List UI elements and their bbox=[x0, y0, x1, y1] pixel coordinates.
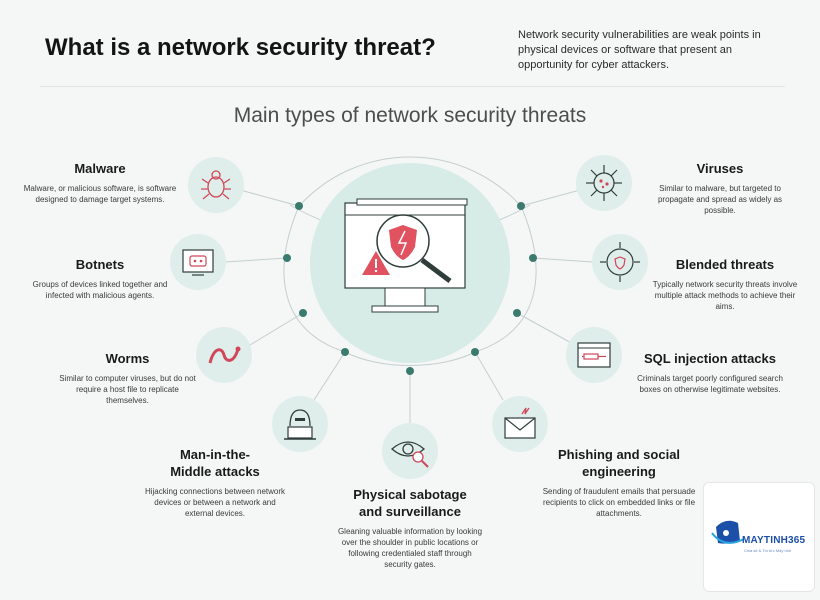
threat-description: Criminals target poorly configured searc… bbox=[637, 374, 783, 394]
divider bbox=[40, 86, 785, 87]
virus-icon bbox=[586, 165, 622, 201]
threat-description: Similar to malware, but targeted to prop… bbox=[657, 184, 783, 215]
threat-title: Man-in-the-Middle attacks bbox=[170, 447, 260, 479]
bot-screen-icon bbox=[182, 249, 214, 276]
eye-magnifier-icon bbox=[391, 441, 429, 468]
bug-icon bbox=[201, 170, 231, 200]
ring-node bbox=[406, 367, 414, 375]
threat-malware: Malware Malware, or malicious software, … bbox=[20, 160, 180, 205]
hacker-laptop-icon bbox=[284, 409, 316, 440]
hub-circle bbox=[310, 163, 510, 363]
threat-description: Gleaning valuable information by looking… bbox=[337, 527, 483, 569]
sql-icon-circle bbox=[566, 327, 622, 383]
threat-title: Blended threats bbox=[675, 257, 775, 272]
threat-sql-injection: SQL injection attacks Criminals target p… bbox=[630, 350, 790, 395]
section-subtitle: Main types of network security threats bbox=[233, 104, 587, 127]
threat-title: Phishing and social engineering bbox=[557, 447, 681, 479]
threat-title: Malware bbox=[74, 161, 126, 176]
logo-name: MAYTINH365 bbox=[742, 535, 806, 546]
viruses-icon-circle bbox=[576, 155, 632, 211]
threat-description: Sending of fraudulent emails that persua… bbox=[542, 487, 696, 518]
botnets-icon-circle bbox=[170, 234, 226, 290]
mitm-icon-circle bbox=[272, 396, 328, 452]
ring-node bbox=[529, 254, 537, 262]
phishing-icon-circle bbox=[492, 396, 548, 452]
threat-description: Malware, or malicious software, is softw… bbox=[23, 184, 177, 204]
threat-title: Botnets bbox=[75, 257, 125, 272]
ring-node bbox=[513, 309, 521, 317]
threat-worms: Worms Similar to computer viruses, but d… bbox=[55, 350, 200, 406]
monitor-logo-icon bbox=[711, 520, 745, 544]
threat-botnets: Botnets Groups of devices linked togethe… bbox=[25, 256, 175, 301]
watermark-logo: MAYTINH365 Chia sẻ & Tin tức Máy tính bbox=[703, 482, 815, 592]
blended-target-icon bbox=[600, 242, 640, 282]
threat-viruses: Viruses Similar to malware, but targeted… bbox=[650, 160, 790, 216]
threat-blended: Blended threats Typically network securi… bbox=[650, 256, 800, 312]
threat-physical-sabotage: Physical sabotage and surveillance Glean… bbox=[335, 486, 485, 570]
threat-title: SQL injection attacks bbox=[644, 351, 776, 366]
threat-description: Typically network security threats invol… bbox=[652, 280, 798, 311]
threat-mitm: Man-in-the-Middle attacks Hijacking conn… bbox=[140, 446, 290, 519]
ring-node bbox=[517, 202, 525, 210]
threat-title: Physical sabotage and surveillance bbox=[353, 487, 467, 519]
sabotage-icon-circle bbox=[382, 423, 438, 479]
ring-node bbox=[295, 202, 303, 210]
threat-title: Viruses bbox=[696, 161, 744, 176]
threat-title: Worms bbox=[105, 351, 150, 366]
injection-window-icon bbox=[577, 342, 611, 368]
phishing-mail-icon bbox=[504, 407, 536, 439]
ring-node bbox=[341, 348, 349, 356]
threat-description: Similar to computer viruses, but do not … bbox=[59, 374, 196, 405]
worm-icon bbox=[208, 346, 241, 364]
threat-description: Hijacking connections between network de… bbox=[144, 487, 286, 518]
ring-node bbox=[471, 348, 479, 356]
threat-phishing: Phishing and social engineering Sending … bbox=[540, 446, 698, 519]
page-title: What is a network security threat? bbox=[45, 34, 436, 61]
ring-node bbox=[283, 254, 291, 262]
malware-icon-circle bbox=[188, 157, 244, 213]
logo-tagline: Chia sẻ & Tin tức Máy tính bbox=[744, 548, 792, 553]
worms-icon-circle bbox=[196, 327, 252, 383]
monitor-shield-illustration bbox=[344, 198, 468, 313]
intro-text: Network security vulnerabilities are wea… bbox=[518, 29, 761, 71]
threat-description: Groups of devices linked together and in… bbox=[32, 280, 168, 300]
blended-icon-circle bbox=[592, 234, 648, 290]
ring-node bbox=[299, 309, 307, 317]
